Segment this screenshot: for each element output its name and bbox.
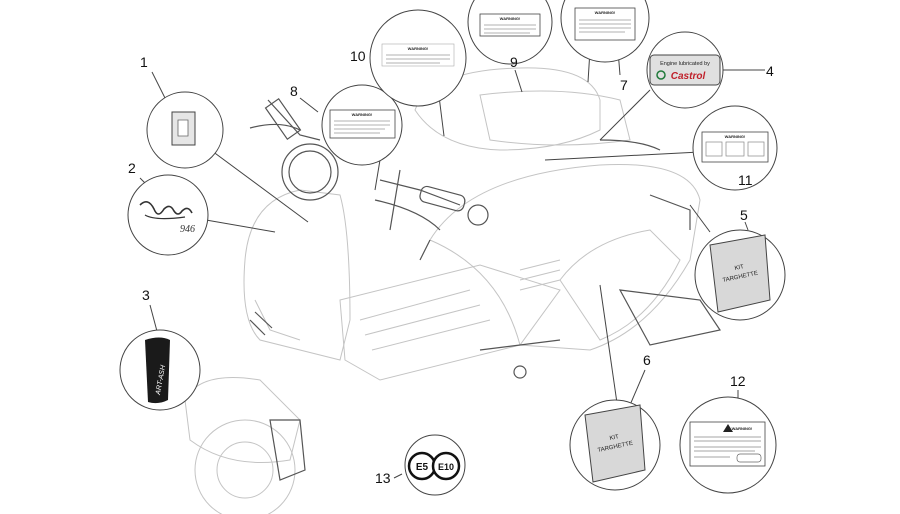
callout-2-vespa-logo: 946: [127, 174, 209, 256]
callout-number-7: 7: [620, 77, 628, 93]
fuel-e10: E10: [438, 462, 454, 472]
kit5-line1: KIT: [734, 264, 745, 272]
callout-13-fuel-badge: E5 E10: [404, 434, 466, 496]
castrol-brand: Castrol: [671, 71, 706, 82]
warning-9: WARNING!: [500, 16, 521, 21]
castrol-top: Engine lubricated by: [660, 61, 710, 67]
badge-946: 946: [180, 224, 195, 235]
leader-lines: [139, 49, 765, 479]
callout-8-warning-label: WARNING!: [321, 84, 403, 166]
callout-number-3: 3: [142, 287, 150, 303]
callout-number-13: 13: [375, 470, 391, 486]
callout-11-info-label: WARNING!: [692, 105, 778, 191]
warning-8: WARNING!: [352, 112, 373, 117]
callout-number-5: 5: [740, 207, 748, 223]
callout-10-warning-label: WARNING!: [369, 9, 467, 107]
callout-3-emblem: ART-ASH: [119, 329, 201, 411]
callout-12-fuel-warning: WARNING!: [679, 396, 777, 494]
callout-numbers: 1 2 3 4 5 6 7 8 9 10 11 12 13: [128, 48, 774, 486]
callout-number-12: 12: [730, 373, 746, 389]
callout-9-warning-label: WARNING!: [467, 0, 553, 65]
warning-7: WARNING!: [595, 10, 616, 15]
warning-11: WARNING!: [725, 134, 746, 139]
callout-6-kit-bag: KIT TARGHETTE: [569, 399, 661, 491]
callout-number-8: 8: [290, 83, 298, 99]
callout-7-warning-label: WARNING!: [560, 0, 650, 63]
callout-1-decal: [146, 91, 224, 169]
warning-12: WARNING!: [732, 426, 753, 431]
warning-10: WARNING!: [408, 46, 429, 51]
callout-number-4: 4: [766, 63, 774, 79]
callout-number-9: 9: [510, 54, 518, 70]
callout-number-10: 10: [350, 48, 366, 64]
callout-number-11: 11: [738, 172, 753, 188]
callout-number-6: 6: [643, 352, 651, 368]
callout-number-2: 2: [128, 160, 136, 176]
callout-4-castrol-badge: Engine lubricated by Castrol: [646, 31, 724, 109]
kit6-line1: KIT: [609, 434, 620, 442]
scooter-outline: [184, 67, 721, 514]
fuel-e5: E5: [416, 462, 429, 473]
callout-5-kit-bag: KIT TARGHETTE: [694, 229, 786, 321]
callout-number-1: 1: [140, 54, 148, 70]
